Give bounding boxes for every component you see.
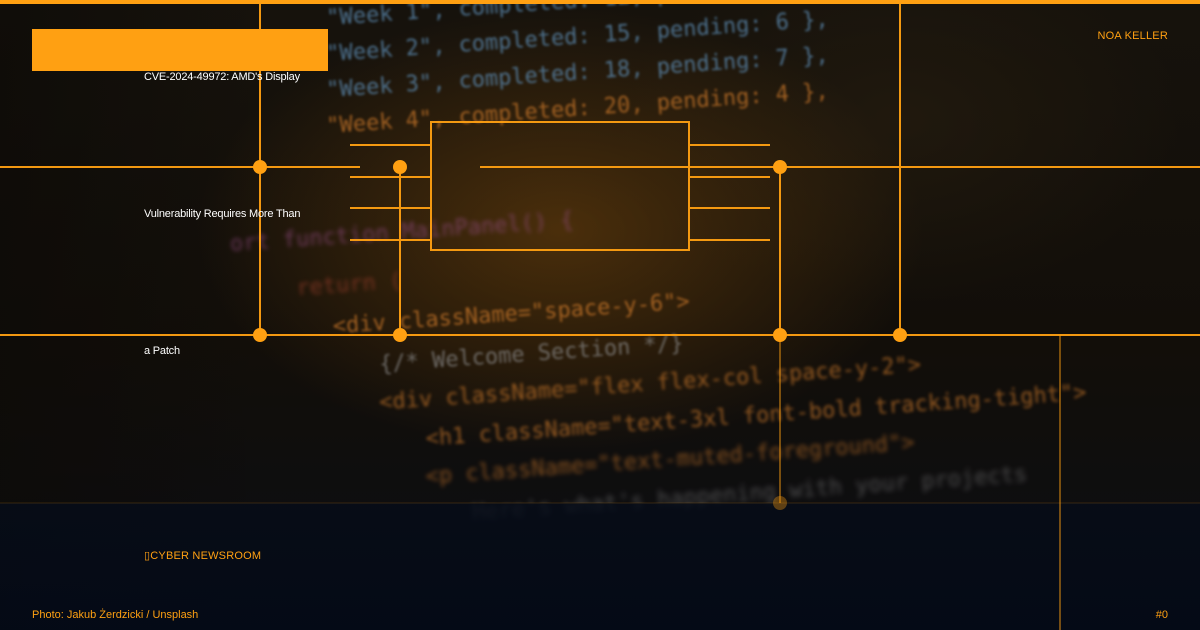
- newsroom-icon: ▯: [144, 550, 151, 562]
- article-title-line-3: a Patch: [144, 345, 180, 357]
- issue-number: #0: [1155, 609, 1168, 621]
- article-title-line-2: Vulnerability Requires More Than: [144, 208, 301, 220]
- newsroom-text: CYBER NEWSROOM: [150, 550, 262, 562]
- author-name: NOA KELLER: [1097, 30, 1168, 42]
- top-accent-bar: [0, 0, 1200, 4]
- title-accent-bar: [32, 29, 328, 71]
- article-title-line-1: CVE-2024-49972: AMD's Display: [144, 71, 300, 83]
- photo-credit: Photo: Jakub Żerdzicki / Unsplash: [32, 609, 199, 621]
- newsroom-label: ▯CYBER NEWSROOM: [144, 549, 261, 562]
- bottom-shade: [0, 503, 1200, 630]
